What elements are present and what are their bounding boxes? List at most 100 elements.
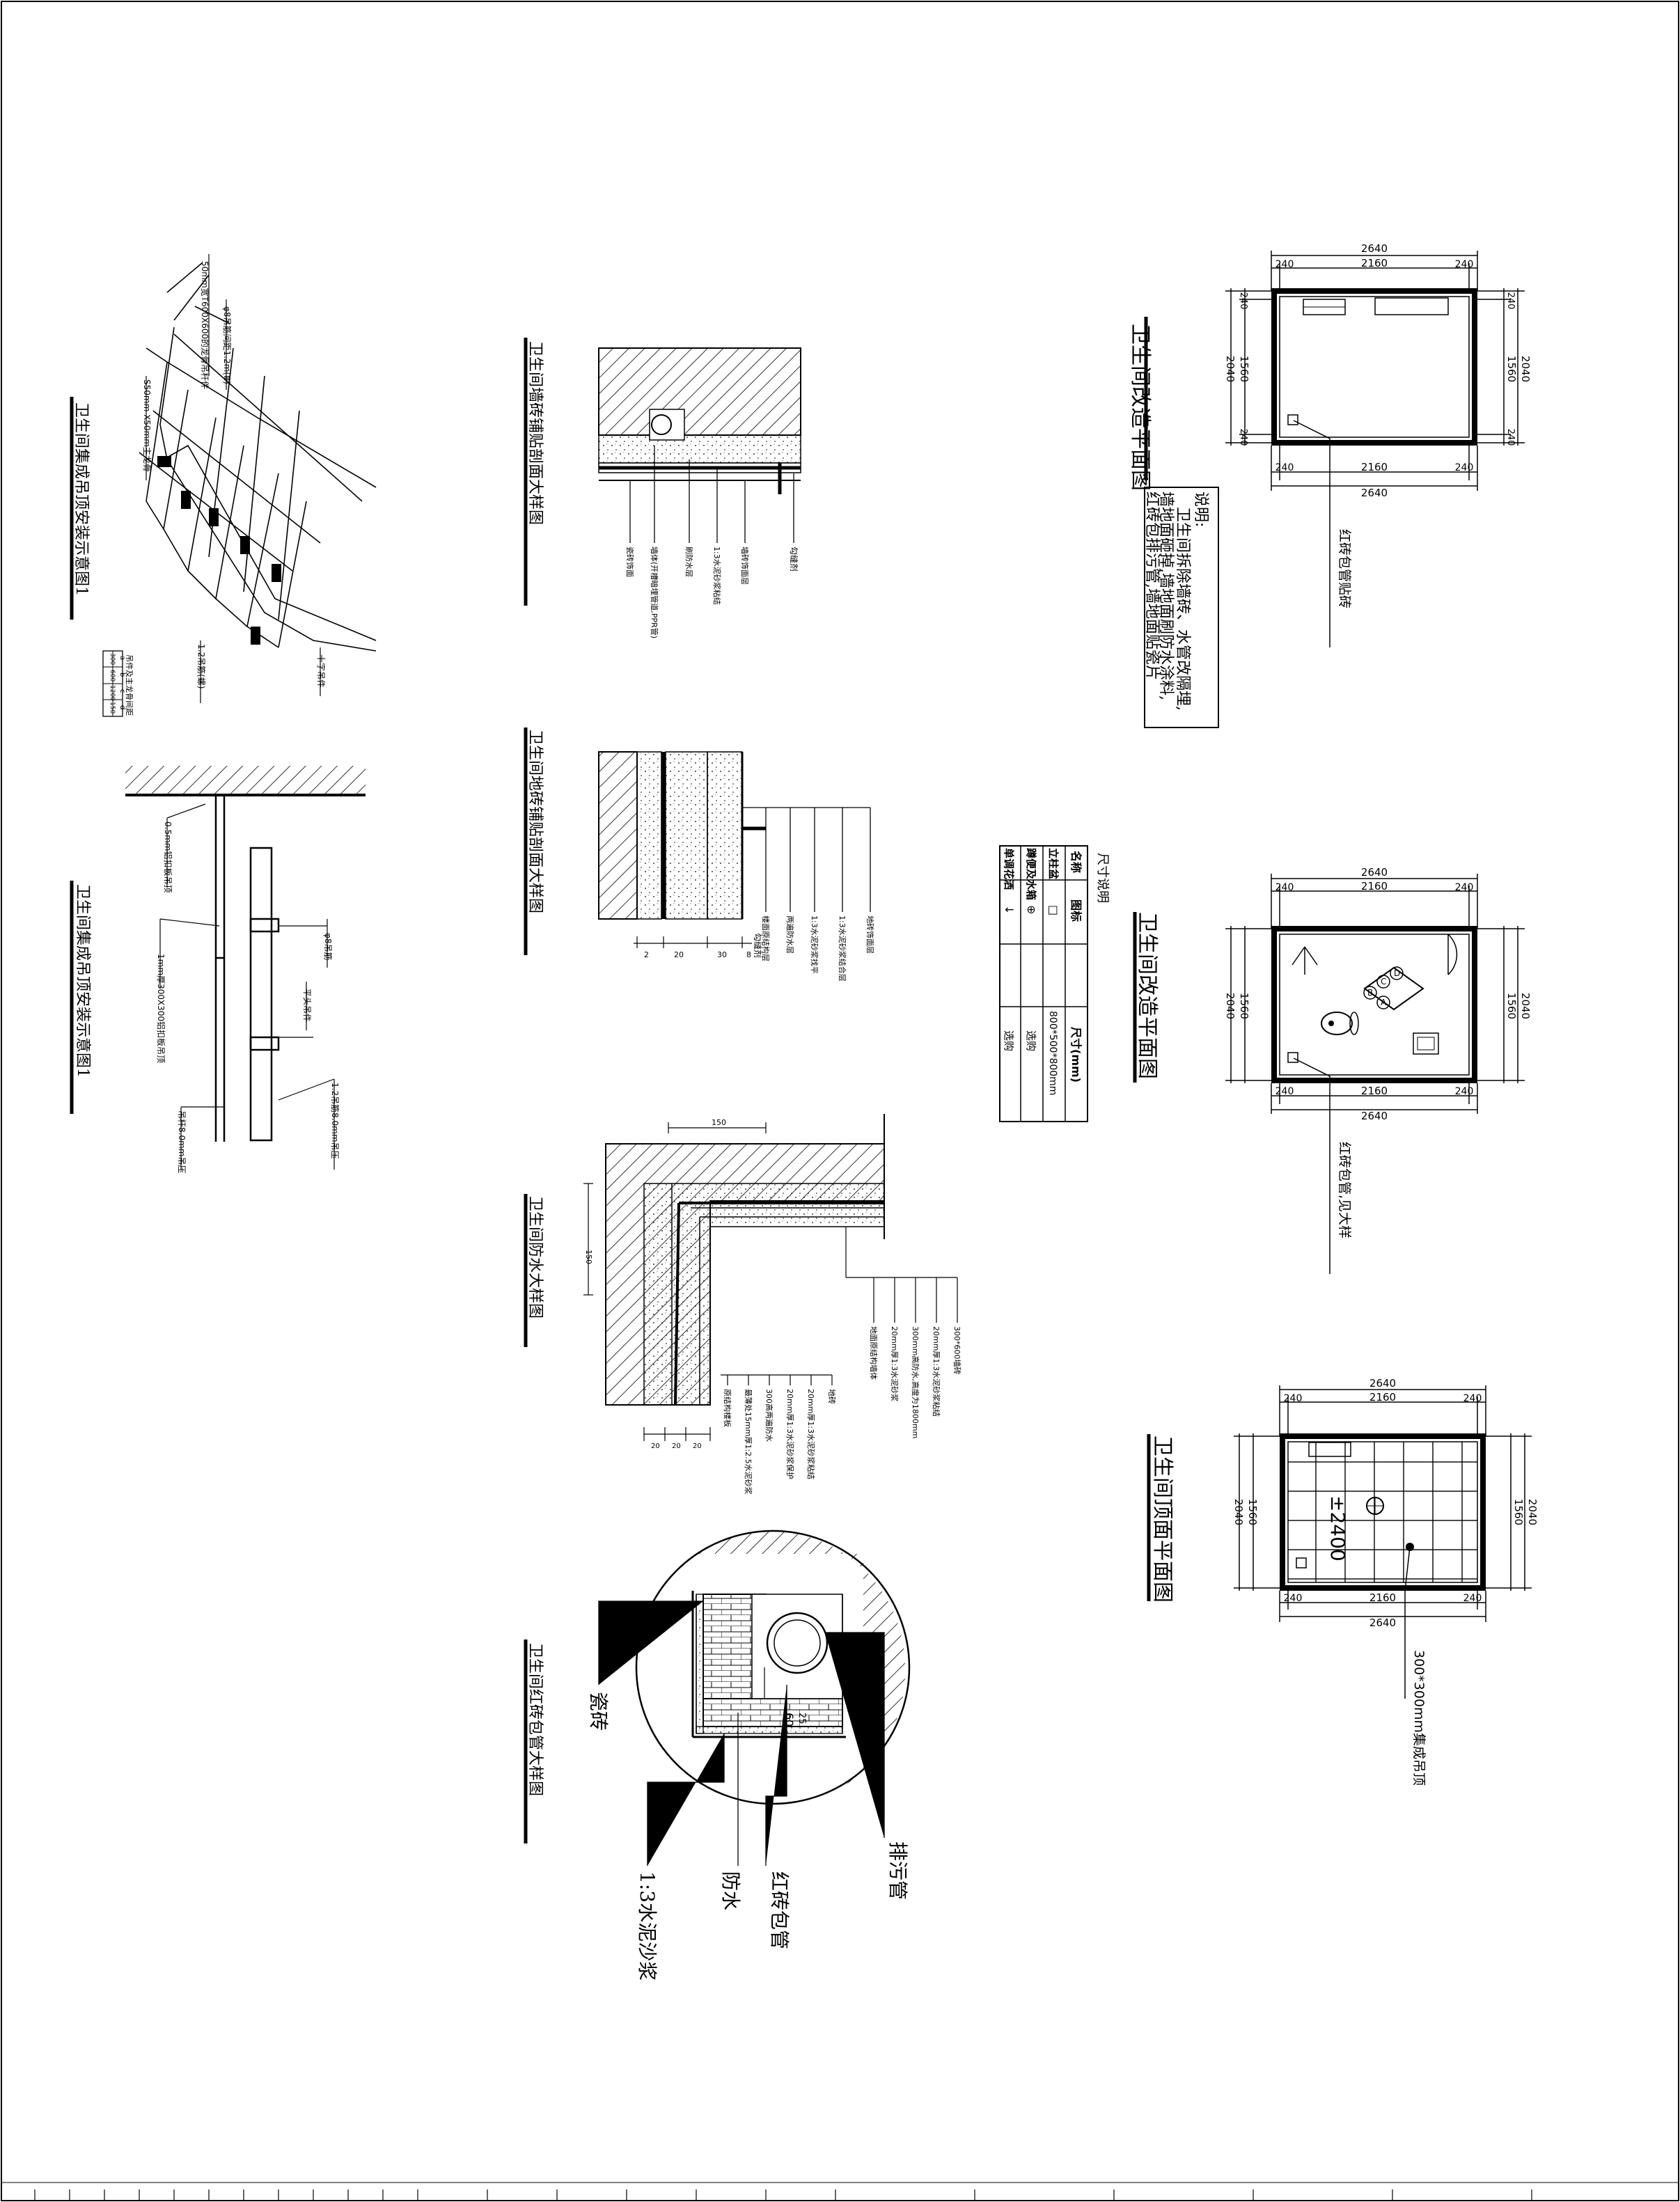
plan-ceil-dim-wall-l: 240: [1284, 1393, 1303, 1404]
floor-tile-title: 卫生间地砖铺贴剖面大样图: [526, 730, 544, 913]
plan-mid-dim-height-r: 2040: [1519, 993, 1532, 1019]
iso-table-caption: 吊件及主龙骨间距: [125, 654, 134, 716]
plan-top-dim-overall: 2640: [1361, 242, 1388, 255]
plan-mid-title: 卫生间改造平面图: [1135, 912, 1159, 1079]
size-table-row2-name: 蹲便及水箱: [1025, 848, 1037, 900]
plan-mid-dim-height-l: 2040: [1224, 993, 1237, 1019]
plan-mid-dims: [1225, 874, 1525, 1114]
floor-tile-dim-3: 30: [717, 950, 727, 959]
plan-top-notes-box: 说明: 卫生间拆除墙砖、水管改隔埋, 墙地面砸掉,墙地面刷防水涂料, 红砖包排污…: [1143, 487, 1219, 728]
floor-tile-label-3: 1:3水泥砂浆找平: [810, 915, 819, 974]
waterproof-label-b3: 20mm厚1:3水泥砂浆保护: [785, 1389, 795, 1479]
notes-line-1: 卫生间拆除墙砖、水管改隔埋,: [1174, 507, 1191, 711]
plan-top-dim-height-r: 2040: [1519, 356, 1532, 382]
iso-title: 卫生间集成吊顶安装示意图1: [72, 402, 90, 596]
detail-wall-tile: 勾缝剂 墙砖饰面层 1:3水泥砂浆粘结 刷防水层 墙体(开槽暗埋管道,PPR管)…: [524, 338, 801, 638]
ceiling-isometric: 50mm宽T600X600的龙骨吊杆件 φ8吊筋间距1.2m(Ⅲ) S50mm …: [70, 254, 377, 717]
wall-tile-label-5: 瓷砖饰面: [625, 546, 635, 577]
section-label-5: 1.2吊筋8.0mm吊压: [330, 1083, 340, 1159]
plan-mid-dim-wall-l: 240: [1275, 882, 1294, 893]
iso-label-2: φ8吊筋间距1.2m(Ⅲ): [222, 306, 233, 384]
iso-table-h-d: d: [118, 705, 126, 709]
wall-tile-label-3: 刷防水层: [684, 546, 694, 577]
floor-tile-dim-4: 8: [746, 950, 751, 959]
pipe-label-mortar: 1:3水泥沙浆: [636, 1871, 659, 1981]
plan-ceil-dim-wall-bl: 240: [1284, 1593, 1303, 1604]
plan-ceiling-dims: [1234, 1385, 1532, 1622]
wall-tile-label-4: 墙体(开槽暗埋管道,PPR管): [650, 546, 659, 638]
size-table-row2-size: 选购: [1025, 1030, 1037, 1051]
iso-label-3: S50mm X50mm主龙骨: [142, 379, 152, 472]
plan-top-dim-wall-rt: 240: [1505, 292, 1516, 310]
size-table-header-icon: 图标: [1069, 899, 1083, 922]
section-label-2: 1mm厚300X300铝扣板吊顶: [156, 954, 166, 1063]
plan-ceil-dim-inner-h-r: 1560: [1512, 1499, 1525, 1525]
plan-top-dims: [1225, 251, 1525, 491]
plan-top-dim-height-l: 2040: [1224, 356, 1237, 382]
plan-ceil-dim-height-r: 2040: [1526, 1499, 1539, 1525]
plan-top-title: 卫生间改造平面图: [1128, 324, 1152, 491]
plan-ceil-dim-height-l: 2040: [1232, 1499, 1245, 1525]
plan-top-dim-wall-lb: 240: [1238, 429, 1248, 446]
fixture-a: A: [1381, 998, 1387, 1007]
plan-ceil-dim-inner-h-l: 1560: [1246, 1499, 1259, 1525]
floor-tile-label-2: 1:3水泥砂浆结合层: [838, 915, 847, 982]
plan-top-dim-wall-lt: 240: [1238, 292, 1248, 310]
plan-top-dim-wall-rb: 240: [1505, 429, 1516, 446]
floor-tile-label-5: 楼面原结构层: [761, 915, 771, 961]
iso-table-h-c: c: [118, 689, 126, 693]
plan-mid-dim-overall-b: 2640: [1361, 1110, 1388, 1122]
floor-tile-label-1: 地砖饰面层: [865, 915, 875, 954]
detail-waterproof: 150 150 20 20 20 300*600墙砖 20mm厚1:3水泥砂浆粘…: [524, 1114, 962, 1495]
pipe-dim-25: 25: [796, 1713, 807, 1724]
waterproof-label-a4: 20mm厚1:3水泥砂浆: [890, 1326, 900, 1401]
iso-table-v-d: 150: [109, 702, 116, 714]
plan-top-dim-inner-h-r: 1560: [1505, 356, 1518, 382]
plan-top-dim-wall-br: 240: [1455, 462, 1474, 473]
plan-ceil-note-label: 300*300mm集成吊顶: [1411, 1650, 1427, 1786]
plan-mid-dim-inner: 2160: [1361, 880, 1388, 892]
plan-renovation-top: 2640 240 2160 240 2160 2640 240 240 2040…: [1128, 242, 1532, 728]
pipe-title: 卫生间红砖包管大样图: [526, 1643, 544, 1796]
iso-label-4: 1.2吊筋(螺): [196, 644, 207, 689]
plan-ceil-dim-wall-r: 240: [1463, 1393, 1482, 1404]
plan-ceil-title: 卫生间顶面平面图: [1150, 1436, 1175, 1603]
plan-top-dim-wall-bl: 240: [1275, 462, 1294, 473]
notes-heading: 说明:: [1192, 491, 1209, 527]
plan-top-dim-wall-l: 240: [1275, 259, 1294, 270]
ceiling-section: 0.5mm铝扣板吊顶 1mm厚300X300铝扣板吊顶 φ8吊筋 平头吊件 1.…: [70, 766, 366, 1173]
iso-table-v-c: 1200: [109, 685, 116, 701]
plan-ceiling: ±2400 2640 2160 240 240 2160 2640 240 24…: [1147, 1377, 1539, 1786]
pipe-label-tile: 瓷砖: [587, 1692, 610, 1731]
plan-ceil-dim-inner-b: 2160: [1369, 1591, 1396, 1604]
size-table: 尺寸说明 名称 图标 尺寸(mm) 立柱盆 □ 800*500*800mm 蹲便…: [999, 845, 1110, 1122]
plan-renovation-middle: A B C D 2640 2160 240 240 216: [1133, 866, 1532, 1274]
iso-label-1: 50mm宽T600X600的龙骨吊杆件: [200, 261, 210, 389]
waterproof-dim-b2: 20: [672, 1442, 681, 1450]
plan-mid-dim-inner-b: 2160: [1361, 1085, 1388, 1097]
section-label-4: 平头吊件: [302, 989, 312, 1022]
section-title: 卫生间集成吊顶安装示意图1: [74, 884, 91, 1078]
waterproof-label-b4: 300高两遍防水: [764, 1389, 774, 1442]
fixture-c: C: [1381, 977, 1386, 986]
waterproof-dim-top: 150: [712, 1118, 726, 1127]
plan-top-note-label: 红砖包管贴砖: [1337, 529, 1352, 608]
plan-top-dim-inner-b: 2160: [1361, 461, 1388, 473]
fixture-b: B: [1367, 988, 1373, 998]
iso-label-5: 十字吊件: [316, 654, 327, 688]
waterproof-label-b1: 地砖: [827, 1389, 837, 1404]
section-label-1: 0.5mm铝扣板吊顶: [163, 821, 173, 892]
pipe-label-brick: 红砖包管: [768, 1871, 791, 1949]
section-label-3: φ8吊筋: [323, 933, 333, 961]
size-table-row1-name: 立柱盆: [1047, 848, 1060, 880]
waterproof-label-a1: 300*600墙砖: [952, 1326, 962, 1375]
iso-spacing-table: 吊件及主龙骨间距 a b c d 300 600 1200 150: [102, 650, 134, 717]
detail-pipe-enclosure: 60 25 排污管 红砖包管 防水 1:3水泥沙浆 瓷砖 卫生间红砖包管大样图: [524, 1529, 911, 1981]
wall-tile-title: 卫生间墙砖铺贴剖面大样图: [526, 341, 544, 525]
size-table-header-size: 尺寸(mm): [1069, 1027, 1083, 1083]
notes-line-2: 墙地面砸掉,墙地面刷防水涂料,: [1157, 491, 1175, 700]
plan-top-dim-overall-b: 2640: [1361, 487, 1388, 499]
waterproof-label-b2: 20mm厚1:3水泥砂浆粘结: [806, 1389, 816, 1479]
plan-mid-dim-overall: 2640: [1361, 866, 1388, 879]
